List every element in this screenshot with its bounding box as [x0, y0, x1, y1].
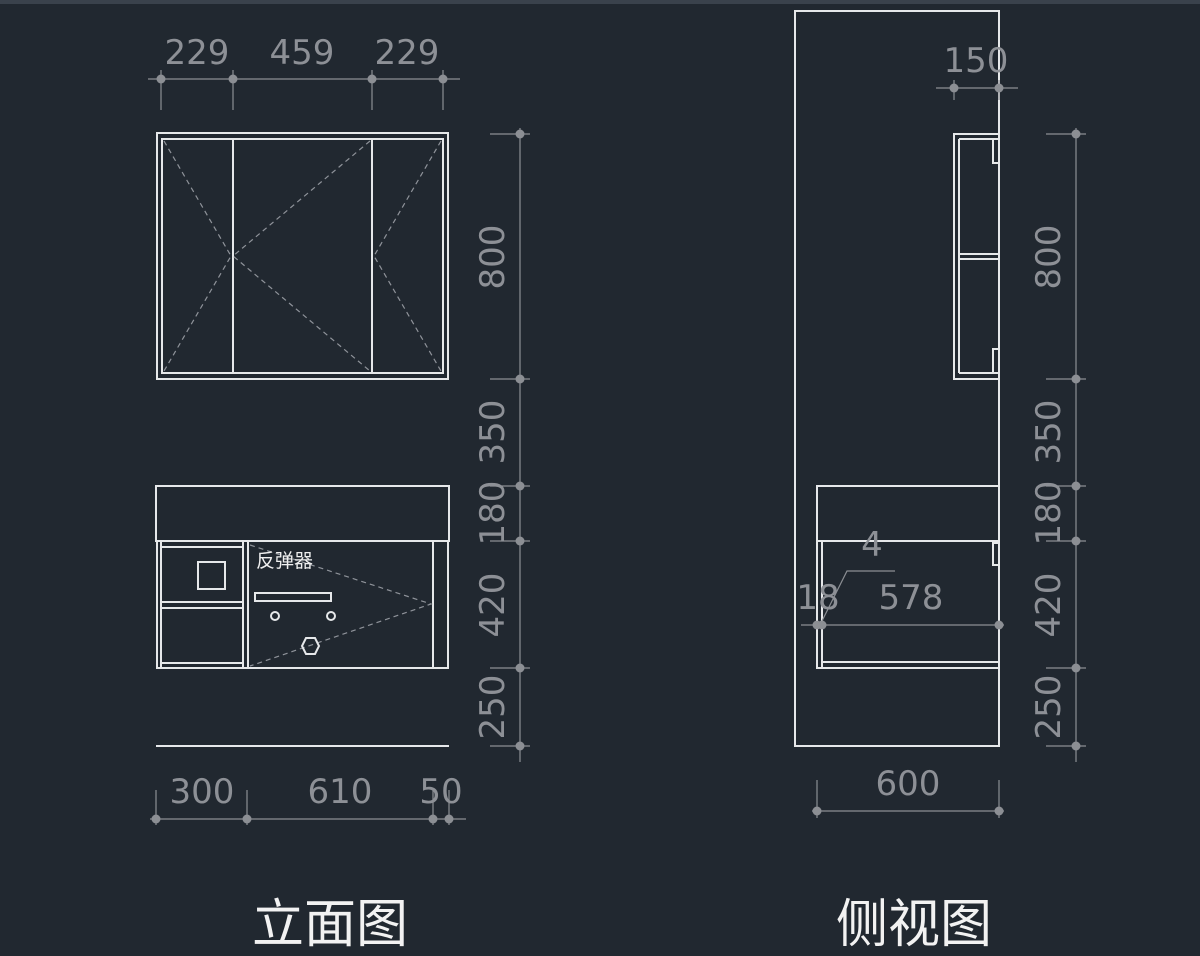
front-vanity-cabinet: 反弹器	[155, 485, 450, 747]
front-bottom-dimension: 300 610 50	[150, 772, 466, 825]
dim-text: 229	[165, 33, 230, 73]
dim-text: 420	[1029, 573, 1069, 638]
side-mirror-cabinet	[953, 133, 1000, 380]
side-bottom-dimension: 600	[812, 764, 1004, 818]
front-elevation: 229 459 229	[148, 33, 530, 955]
dim-text: 18	[796, 578, 839, 618]
side-view-title: 侧视图	[836, 895, 992, 955]
top-border	[0, 0, 1200, 4]
dim-text: 800	[1029, 225, 1069, 290]
dim-text: 350	[473, 400, 513, 465]
dim-text: 250	[473, 675, 513, 740]
dim-text: 229	[375, 33, 440, 73]
dim-text: 4	[861, 525, 883, 565]
dim-text: 578	[879, 578, 944, 618]
dim-text: 600	[876, 764, 941, 804]
dim-text: 180	[1029, 481, 1069, 546]
side-view: 150 4 18 578	[794, 10, 1086, 955]
side-vanity-cabinet: 4 18 578	[796, 485, 1004, 669]
dim-text: 610	[308, 772, 373, 812]
dim-text: 800	[473, 225, 513, 290]
dim-text: 50	[419, 772, 462, 812]
bounce-device-label: 反弹器	[256, 550, 313, 572]
front-side-dimension: 800 350 180 420 250	[473, 128, 530, 762]
dim-text: 250	[1029, 675, 1069, 740]
dim-text: 300	[170, 772, 235, 812]
dim-text: 459	[270, 33, 335, 73]
side-top-dimension: 150	[936, 41, 1018, 100]
dim-text: 180	[473, 481, 513, 546]
front-mirror-cabinet	[156, 132, 449, 380]
dim-text: 420	[473, 573, 513, 638]
front-top-dimension: 229 459 229	[148, 33, 460, 110]
dim-text: 350	[1029, 400, 1069, 465]
front-view-title: 立面图	[252, 895, 408, 955]
side-side-dimension: 800 350 180 420 250	[1029, 128, 1086, 762]
dim-text: 150	[944, 41, 1009, 81]
